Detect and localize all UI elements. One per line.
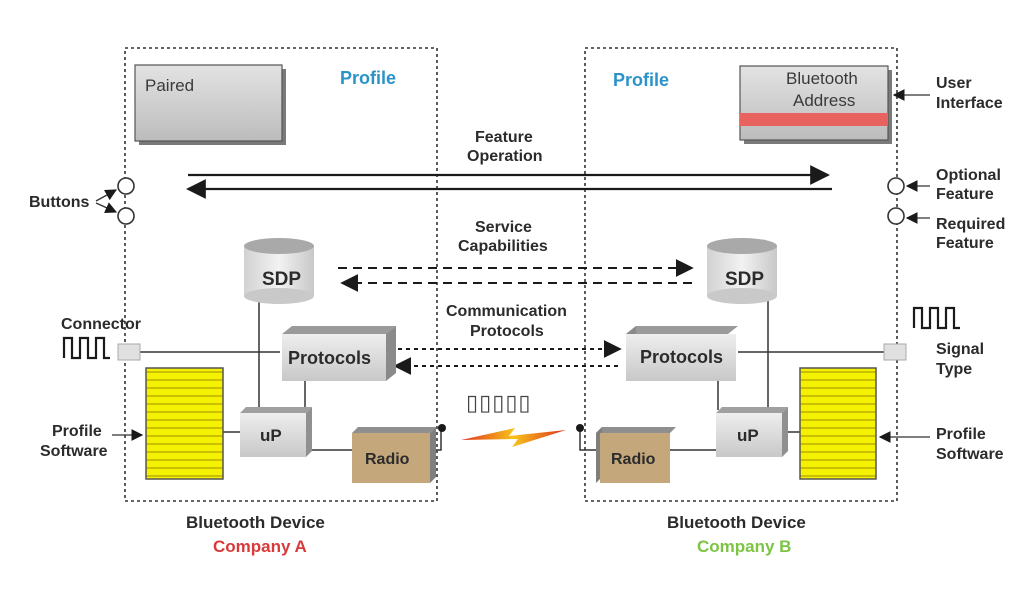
packets-glyphs: ▯▯▯▯▯ (466, 391, 532, 416)
device-b-title: Bluetooth Device (667, 513, 806, 532)
device-a-radio-label: Radio (365, 451, 410, 468)
signal-type-line2: Type (936, 361, 972, 378)
profile-software-a-line1: Profile (52, 423, 102, 440)
device-b-up-box: uP (716, 407, 788, 457)
required-feature-line1: Required (936, 216, 1005, 233)
device-a-company: Company A (213, 537, 307, 556)
device-a-profile-software (145, 367, 224, 480)
device-a-screen: Paired (134, 64, 286, 145)
profile-software-b-line1: Profile (936, 426, 986, 443)
connector-label: Connector (61, 316, 141, 333)
address-highlight (740, 113, 888, 126)
device-b-sdp-label: SDP (725, 269, 764, 290)
optional-feature-line1: Optional (936, 167, 1001, 184)
device-b-optional-button (887, 177, 905, 195)
device-b-protocols-label: Protocols (640, 347, 723, 367)
device-b-profile-software (799, 367, 877, 480)
feature-label-line2: Operation (467, 148, 543, 165)
bluetooth-address-line2: Address (793, 91, 855, 110)
paired-label: Paired (145, 76, 194, 95)
device-a-up-box: uP (240, 407, 312, 457)
buttons-label: Buttons (29, 194, 90, 211)
feature-label-line1: Feature (475, 129, 533, 146)
device-b-screen: Bluetooth Address (739, 65, 892, 144)
device-b-radio-label: Radio (611, 451, 656, 468)
user-interface-line1: User (936, 75, 972, 92)
optional-feature-line2: Feature (936, 186, 994, 203)
device-b-up-label: uP (737, 426, 759, 445)
device-b-radio-box: Radio (596, 427, 676, 483)
device-a-radio-box: Radio (352, 427, 436, 483)
service-label-line1: Service (475, 219, 532, 236)
comm-label-line1: Communication (446, 303, 567, 320)
antenna-b-dot (576, 424, 584, 432)
device-a-frame (124, 47, 438, 502)
profile-software-b-line2: Software (936, 446, 1004, 463)
profile-software-a-line2: Software (40, 443, 108, 460)
device-a-protocols-box: Protocols (282, 326, 396, 381)
required-feature-line2: Feature (936, 235, 994, 252)
user-interface-line2: Interface (936, 95, 1003, 112)
device-b-profile-label: Profile (613, 70, 669, 90)
device-a-sdp-label: SDP (262, 269, 301, 290)
radio-link-bolt-icon (461, 428, 566, 447)
device-a-button-2 (117, 207, 135, 225)
device-a-button-1 (117, 177, 135, 195)
device-a-profile-label: Profile (340, 68, 396, 88)
device-b-required-button (887, 207, 905, 225)
device-b-connector-jack (883, 343, 907, 361)
service-label-line2: Capabilities (458, 238, 548, 255)
comm-label-line2: Protocols (470, 323, 544, 340)
device-b-sdp-cylinder: SDP (707, 238, 777, 304)
antenna-a-dot (438, 424, 446, 432)
signal-type-line1: Signal (936, 341, 984, 358)
device-b-protocols-box: Protocols (626, 326, 738, 381)
device-a-sdp-cylinder: SDP (244, 238, 314, 304)
device-b-company: Company B (697, 537, 791, 556)
device-a-protocols-label: Protocols (288, 348, 371, 368)
device-a-title: Bluetooth Device (186, 513, 325, 532)
device-b-frame (584, 47, 898, 502)
device-a-signal-wave-icon (62, 336, 110, 360)
device-b-signal-wave-icon (912, 306, 960, 330)
bluetooth-address-line1: Bluetooth (786, 69, 858, 88)
device-a-connector-jack (117, 343, 141, 361)
device-a-up-label: uP (260, 426, 282, 445)
